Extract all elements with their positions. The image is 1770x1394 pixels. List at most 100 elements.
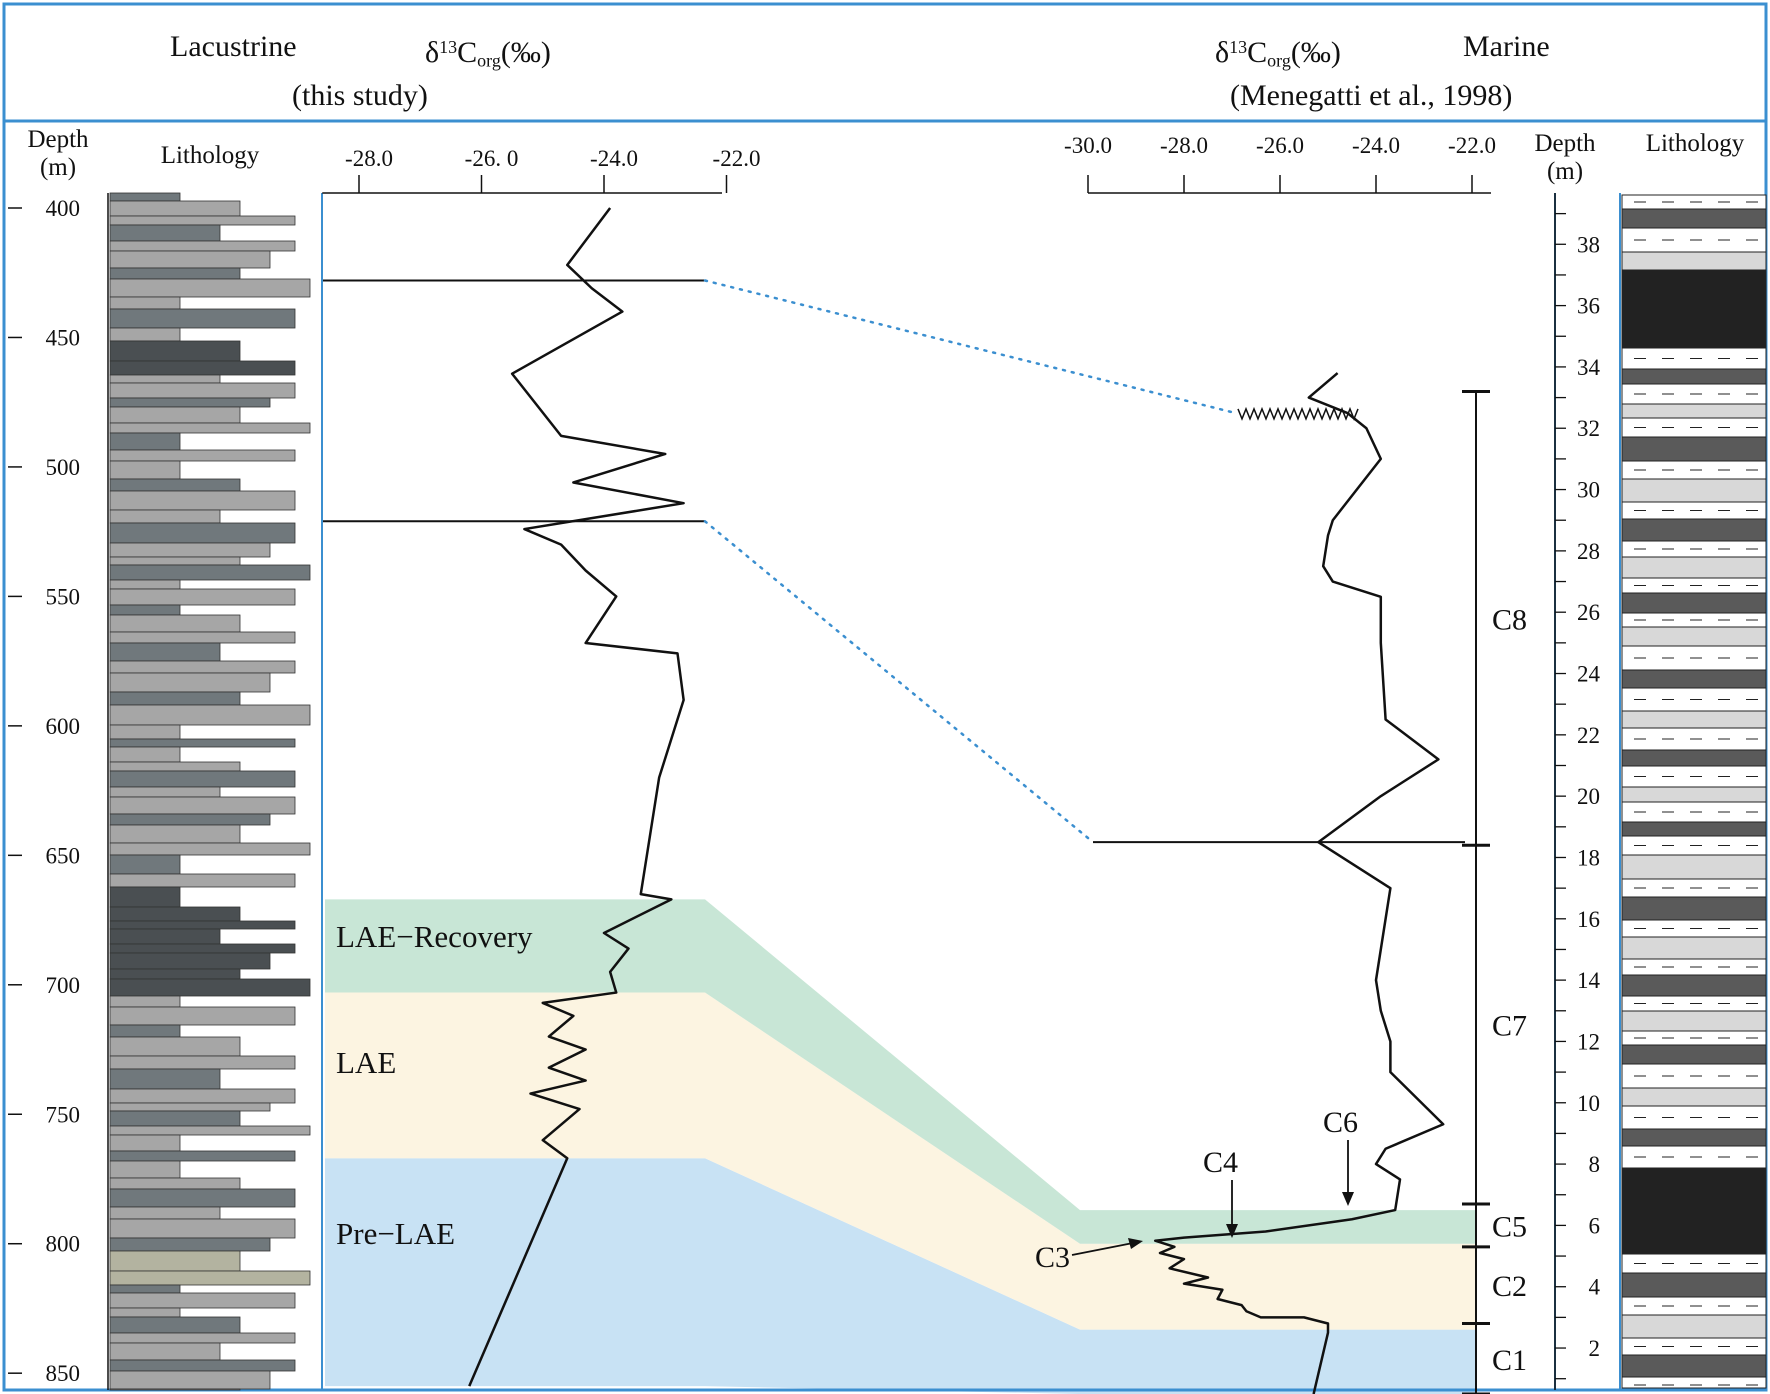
right-depth-tick-label: 10 [1577,1091,1600,1116]
lithology-bed [109,327,181,342]
right-depth-tick-label: 32 [1577,416,1600,441]
lithology-bed [109,642,221,662]
lithology-bed [109,542,271,558]
lithology-bed [109,660,296,674]
segment-label-c1: C1 [1492,1344,1527,1377]
segment-label-c2: C2 [1492,1270,1527,1303]
isotope-curves [468,207,1445,1394]
lithology-bed [1621,251,1767,271]
left-depth-tick-label: 750 [46,1102,81,1127]
left-depth-tick-label: 700 [46,973,81,998]
lithology-bed [109,478,241,492]
lithology-bed [109,240,296,252]
left-depth-header-unit: (m) [39,154,77,181]
left-depth-tick-label: 400 [46,196,81,221]
right-depth-tick-label: 6 [1589,1213,1601,1238]
left-isotope-axis: -28.0-26. 0-24.0-22.0 [322,146,760,194]
right-axis-title: δ13Corg(‰) [1215,36,1341,71]
lithology-bed [1621,518,1767,542]
lithology-bed [109,1188,296,1208]
lithology-bed [1621,1128,1767,1147]
lithology-bed [1621,626,1767,647]
lithology-bed [1621,1354,1767,1378]
right-x-tick-label: -24.0 [1352,133,1400,158]
annotation-c4-arrowhead [1226,1224,1238,1238]
lithology-bed [109,588,296,606]
lithology-bed [109,382,296,399]
lithology-bed [109,968,241,980]
left-depth-tick-label: 850 [46,1361,81,1386]
unconformity-wiggle [1237,406,1359,421]
lithology-bed [109,1088,296,1104]
lithology-bed [1621,936,1767,960]
lithology-bed [109,1218,296,1239]
lithology-bed [109,278,311,298]
lithology-bed [1621,1044,1767,1065]
lithology-bed [109,397,271,408]
event-zones [325,899,1475,1394]
lithology-bed [109,1125,311,1136]
lithology-bed [1621,786,1767,803]
lithology-bed [109,215,296,226]
left-depth-tick-label: 600 [46,714,81,739]
right-x-tick-label: -22.0 [1448,133,1496,158]
lithology-bed [109,1036,241,1057]
correlation-lines [323,279,1465,844]
lithology-bed [109,490,296,511]
lithology-bed [109,509,221,524]
segment-label-c8: C8 [1492,603,1527,636]
left-depth-tick-label: 550 [46,584,81,609]
right-depth-tick-label: 8 [1589,1152,1601,1177]
lithology-bed [1621,478,1767,503]
lithology-bed [109,432,181,451]
lithology-bed [1621,1314,1767,1339]
lithology-bed [109,1110,241,1127]
lithology-bed [109,340,241,362]
left-depth-header-label: Depth [27,126,89,153]
right-x-tick-label: -28.0 [1160,133,1208,158]
lithology-bed [1621,592,1767,614]
right-lithology-header: Lithology [1645,130,1745,157]
right-depth-header-label: Depth [1534,130,1596,157]
lithology-bed [109,460,181,480]
lithology-bed [109,200,241,217]
right-depth-header-unit: (m) [1546,158,1584,185]
lithology-bed [109,360,296,376]
right-subtitle: (Menegatti et al., 1998) [1230,79,1513,112]
lithology-bed [109,873,296,888]
right-x-tick-label: -30.0 [1064,133,1112,158]
lithology-bed [109,1284,181,1294]
lithology-bed [109,406,241,424]
annotation-c6-arrowhead [1342,1192,1354,1206]
left-x-tick-label: -24.0 [590,146,638,171]
zone-lae-recovery [325,899,1475,1244]
left-x-tick-label: -26. 0 [465,146,519,171]
lithology-bed [1621,269,1767,294]
lacustrine-isotope-curve [468,207,685,1387]
right-depth-tick-label: 36 [1577,294,1600,319]
lithology-bed [1621,556,1767,579]
lithology-bed [109,1102,271,1112]
lithology-bed [1621,974,1767,997]
right-depth-tick-label: 30 [1577,478,1600,503]
lithology-bed [109,296,181,310]
left-depth-tick-label: 500 [46,455,81,480]
lithology-bed [109,995,181,1008]
lithology-bed [1621,1239,1767,1255]
lithology-bed [109,1359,296,1372]
right-depth-tick-label: 20 [1577,784,1600,809]
left-x-tick-label: -28.0 [345,146,393,171]
lithology-bed [109,796,296,815]
lithology-bed [109,1332,296,1344]
marine-isotope-curve [1153,372,1445,1394]
lithology-bed [109,224,221,242]
lithology-bed [109,854,181,875]
lithology-bed [109,1160,181,1179]
lithology-bed [109,906,241,922]
left-title: Lacustrine [170,30,297,63]
right-depth-tick-label: 26 [1577,600,1600,625]
right-depth-header: Depth (m) [1515,130,1615,186]
right-depth-tick-label: 16 [1577,907,1600,932]
